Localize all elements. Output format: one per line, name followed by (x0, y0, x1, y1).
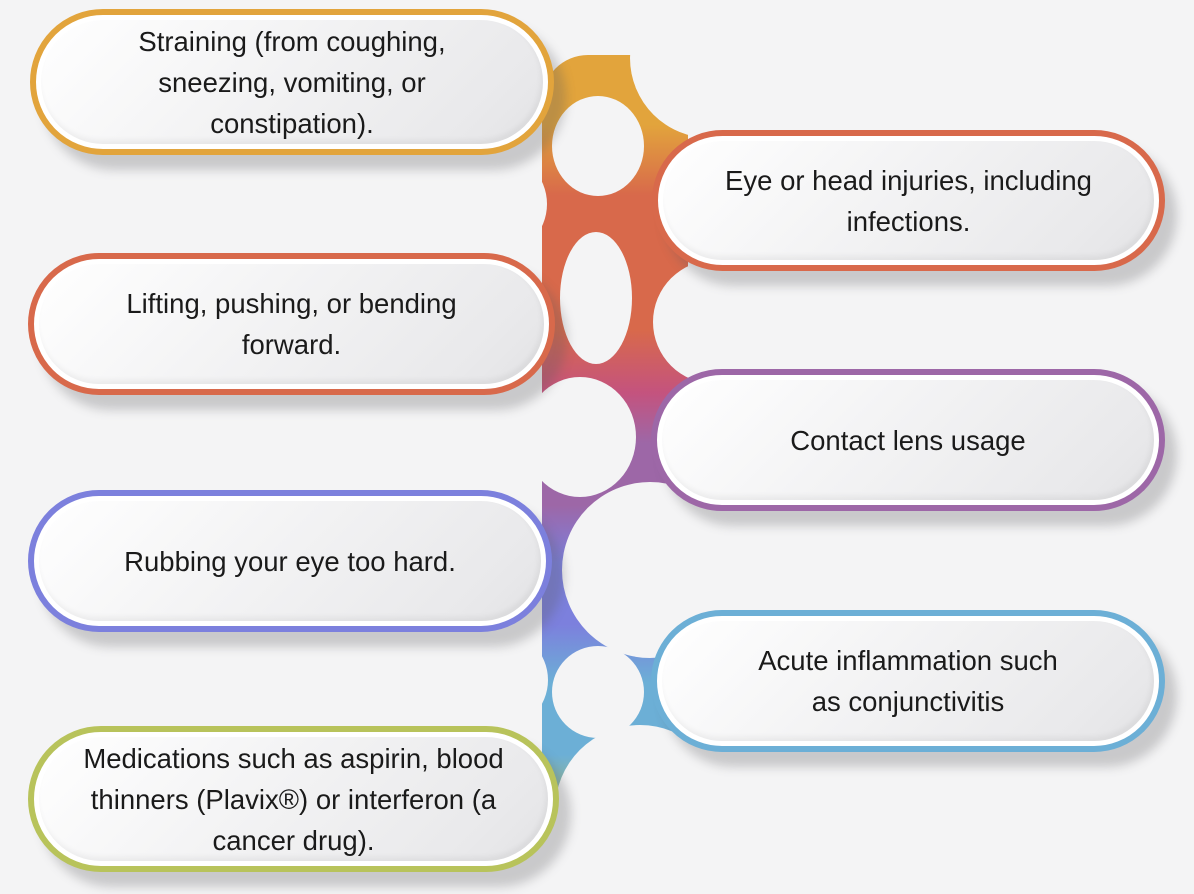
spine-cutouts (443, 0, 790, 894)
cause-item-5-label: Rubbing your eye too hard. (39, 501, 541, 621)
cause-item-3: Lifting, pushing, or bending forward. (28, 253, 555, 395)
cause-item-3-label: Lifting, pushing, or bending forward. (39, 264, 544, 384)
cause-item-6-label: Acute inflammation such as conjunctiviti… (662, 621, 1154, 741)
cause-item-2-label: Eye or head injuries, including infectio… (663, 141, 1154, 260)
cause-item-1-label: Straining (from coughing, sneezing, vomi… (41, 20, 543, 144)
cause-item-5: Rubbing your eye too hard. (28, 490, 552, 632)
cause-item-1: Straining (from coughing, sneezing, vomi… (30, 9, 554, 155)
cause-item-2: Eye or head injuries, including infectio… (652, 130, 1165, 271)
cause-item-6: Acute inflammation such as conjunctiviti… (651, 610, 1165, 752)
cause-item-7-label: Medications such as aspirin, blood thinn… (39, 737, 548, 861)
cause-item-7: Medications such as aspirin, blood thinn… (28, 726, 559, 872)
cause-item-4: Contact lens usage (651, 369, 1165, 511)
cause-item-4-label: Contact lens usage (662, 380, 1154, 500)
